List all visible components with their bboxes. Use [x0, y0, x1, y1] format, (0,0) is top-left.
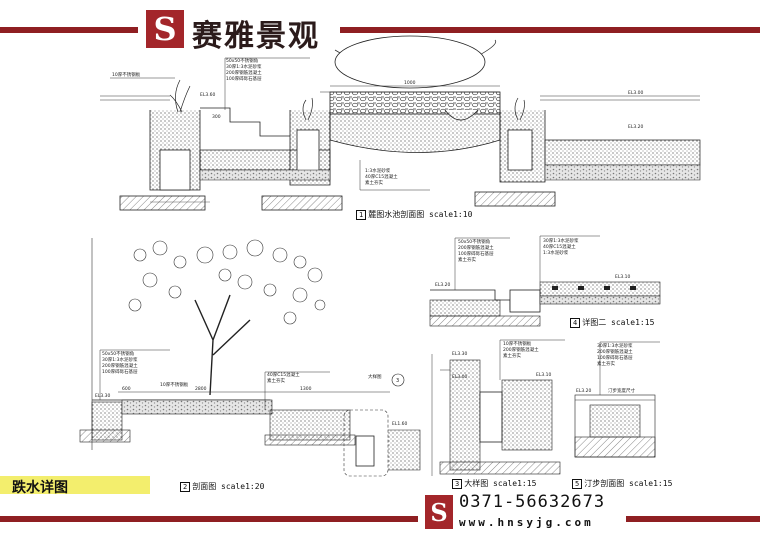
page-title-bar — [0, 476, 150, 494]
caption-1-number: 1 — [356, 210, 367, 220]
d2-note-6: 40厚C15混凝土 — [267, 371, 300, 378]
d4-note-5: 30厚1:3水泥砂浆 — [543, 237, 579, 244]
header-logo-icon: S — [146, 10, 184, 48]
d1-elev-2: EL3.00 — [628, 90, 644, 96]
d5-step-label: 汀步宽度尺寸 — [608, 387, 635, 394]
d4-elev-1: EL3.20 — [435, 282, 451, 288]
d4-note-4: 素土夯实 — [458, 256, 476, 263]
d1-note-5: 10厚不锈钢板 — [112, 71, 141, 78]
d1-note-6: 1:3水泥砂浆 — [365, 167, 391, 174]
d5-elev-1: EL3.20 — [576, 388, 592, 394]
d1-note-4: 100厚碎砾石基层 — [226, 75, 262, 82]
d4-elev-2: EL3.10 — [615, 274, 631, 280]
drawing-2-section — [79, 238, 421, 477]
d2-dim-2: 1300 — [300, 386, 312, 392]
d1-elev-1: EL3.60 — [200, 92, 216, 98]
d5-note-1: 30厚1:3水泥砂浆 — [597, 342, 633, 349]
drawing-1-section — [100, 35, 701, 211]
d3-note-3: 素土夯实 — [503, 352, 521, 359]
caption-3-text: 大样图 scale1:15 — [464, 479, 537, 488]
logo-letter: S — [153, 10, 177, 48]
d1-note-1: 50x50不锈钢角 — [226, 57, 258, 64]
d5-note-3: 100厚碎砾石基层 — [597, 354, 633, 361]
caption-3-number: 3 — [452, 479, 463, 489]
caption-5-text: 汀步剖面图 scale1:15 — [584, 479, 673, 488]
d2-note-4: 100厚碎砾石基层 — [102, 368, 138, 375]
caption-2-text: 剖面图 scale1:20 — [192, 482, 265, 491]
d5-note-4: 素土夯实 — [597, 360, 615, 367]
d2-note-3: 200厚钢筋混凝土 — [102, 362, 138, 369]
d2-dim-1: 2800 — [195, 386, 207, 392]
d2-detail-label: 大样图 — [368, 373, 382, 380]
d4-note-2: 200厚钢筋混凝土 — [458, 244, 494, 251]
d5-note-2: 200厚钢筋混凝土 — [597, 348, 633, 355]
d4-note-6: 40厚C15混凝土 — [543, 243, 576, 250]
footer-logo-icon: S — [425, 495, 453, 529]
d1-dim-1: 1000 — [404, 80, 416, 86]
d2-elev-1: EL3.30 — [95, 393, 111, 399]
d2-dim-3: 600 — [122, 386, 131, 392]
d4-note-1: 50x50不锈钢角 — [458, 238, 490, 245]
d3-elev-3: EL3.10 — [536, 372, 552, 378]
header-brand-name: 赛雅景观 — [192, 19, 320, 54]
footer-phone: 0371-56632673 — [459, 492, 606, 512]
d3-elev-1: EL3.30 — [452, 351, 468, 357]
page-title: 跌水详图 — [12, 480, 68, 496]
d1-dim-2: 300 — [212, 114, 221, 120]
d2-note-2: 30厚1:3水泥砂浆 — [102, 356, 138, 363]
d4-note-3: 100厚碎砾石基层 — [458, 250, 494, 257]
d2-elev-2: EL1.60 — [392, 421, 408, 427]
caption-1-text: 麓图水池剖面图 scale1:10 — [368, 210, 473, 219]
footer-website: www.hnsyjg.com — [459, 516, 594, 529]
d2-detail-num: 3 — [396, 378, 399, 384]
drawing-5-section — [574, 341, 660, 458]
footer-rule-right — [626, 516, 760, 522]
d2-note-5: 10厚不锈钢板 — [160, 381, 189, 388]
footer-rule-left — [0, 516, 418, 522]
d3-note-2: 200厚钢筋混凝土 — [503, 346, 539, 353]
d1-note-7: 40厚C15混凝土 — [365, 173, 398, 180]
caption-4-number: 4 — [570, 318, 581, 328]
d2-note-7: 素土夯实 — [267, 377, 285, 384]
d2-note-1: 50x50不锈钢角 — [102, 350, 134, 357]
drawing-4-detail — [429, 235, 661, 327]
caption-5-number: 5 — [572, 479, 583, 489]
d4-note-7: 1:3水泥砂浆 — [543, 249, 569, 256]
caption-2-number: 2 — [180, 482, 191, 492]
drawing-3-detail — [431, 339, 565, 476]
d3-note-1: 10厚不锈钢板 — [503, 340, 532, 347]
footer-logo-letter: S — [430, 497, 448, 527]
header-rule-right — [340, 27, 760, 33]
d1-note-3: 200厚钢筋混凝土 — [226, 69, 262, 76]
header-rule-left — [0, 27, 138, 33]
d1-note-8: 素土夯实 — [365, 179, 383, 186]
d3-elev-2: EL3.00 — [452, 374, 468, 380]
d1-note-2: 30厚1:3水泥砂浆 — [226, 63, 262, 70]
caption-4-text: 详图二 scale1:15 — [582, 318, 655, 327]
d1-elev-3: EL3.20 — [628, 124, 644, 130]
